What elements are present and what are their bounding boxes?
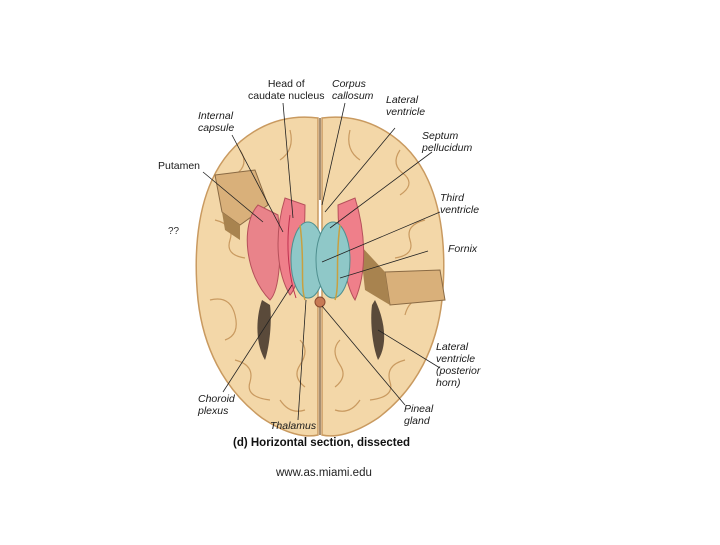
right-cut-block: [384, 269, 446, 306]
label-lateral-ventricle-posterior-horn: Lateral ventricle (posterior horn): [436, 341, 481, 389]
left-posterior-horn: [257, 300, 271, 360]
right-fornix: [334, 224, 341, 301]
choroid-plexus-strand: [287, 214, 297, 299]
label-thalamus: Thalamus: [270, 420, 317, 432]
label-pineal-gland: Pineal gland: [404, 403, 434, 427]
stray-mark: ??: [168, 226, 180, 237]
figure-caption: (d) Horizontal section, dissected: [233, 437, 410, 449]
left-cut-shadow: [222, 212, 240, 240]
label-corpus-callosum: Corpus callosum: [332, 78, 374, 102]
right-posterior-horn: [371, 300, 385, 360]
label-fornix: Fornix: [448, 243, 478, 255]
label-head-of-caudate-nucleus: Head of caudate nucleus: [248, 78, 325, 102]
label-putamen: Putamen: [158, 160, 201, 172]
label-choroid-plexus: Choroid plexus: [198, 393, 235, 417]
pineal-gland-shape: [314, 296, 326, 308]
label-internal-capsule: Internal capsule: [198, 110, 235, 134]
leader-lines: [202, 102, 441, 421]
right-cut-shadow: [360, 245, 390, 305]
label-septum-pellucidum: Septum pellucidum: [422, 130, 473, 154]
label-lateral-ventricle: Lateral ventricle: [386, 94, 426, 118]
source-credit: www.as.miami.edu: [276, 467, 372, 479]
label-third-ventricle: Third ventricle: [440, 192, 480, 216]
left-fornix: [299, 224, 306, 301]
right-thalamus: [315, 221, 351, 299]
